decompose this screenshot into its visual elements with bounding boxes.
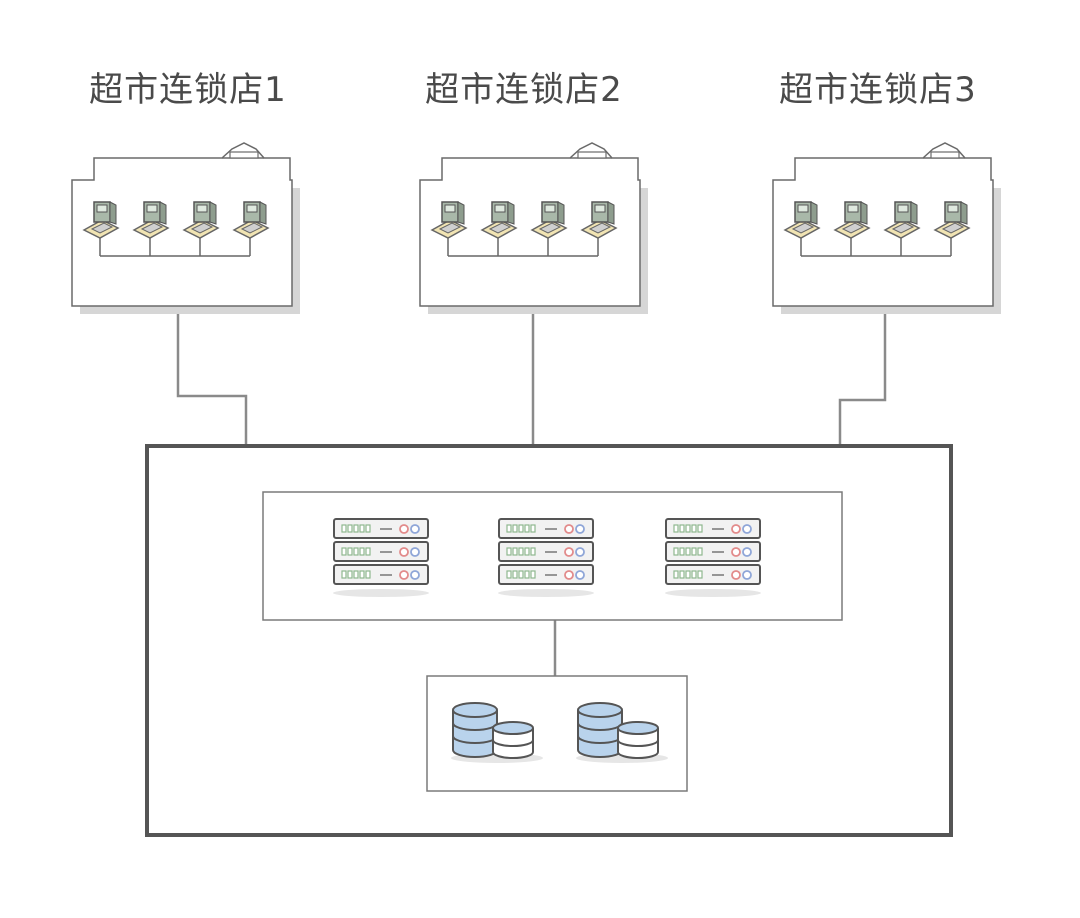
pos-terminal-icon — [530, 201, 568, 239]
pos-terminal-icon — [580, 201, 618, 239]
link-1 — [176, 306, 248, 446]
store-building-icon — [419, 142, 641, 307]
pos-terminal-icon — [132, 201, 170, 239]
server-rack-icon — [498, 518, 594, 597]
server-rack-icon — [665, 518, 761, 597]
pos-terminal-icon — [833, 201, 871, 239]
server-rack-icon — [333, 518, 429, 597]
store-label-2: 超市连锁店2 — [425, 70, 623, 110]
pos-terminal-icon — [480, 201, 518, 239]
pos-terminal-icon — [883, 201, 921, 239]
store-building-3 — [772, 142, 1001, 314]
network-links — [176, 306, 887, 676]
pos-terminal-icon — [182, 201, 220, 239]
store-building-icon — [772, 142, 994, 307]
store-label-3: 超市连锁店3 — [779, 70, 977, 110]
database-icon — [576, 702, 668, 763]
pos-terminal-icon — [783, 201, 821, 239]
store-label-1: 超市连锁店1 — [89, 70, 287, 110]
server-group — [262, 491, 843, 621]
pos-terminal-icon — [430, 201, 468, 239]
pos-terminal-icon — [82, 201, 120, 239]
store-building-1 — [71, 142, 300, 314]
store-building-icon — [71, 142, 293, 307]
datacenter-frame — [145, 444, 953, 837]
pos-terminal-icon — [933, 201, 971, 239]
database-group — [426, 675, 688, 792]
link-3 — [838, 306, 887, 446]
pos-terminal-icon — [232, 201, 270, 239]
datacenter — [145, 444, 953, 837]
store-building-2 — [419, 142, 648, 314]
stores-group — [71, 142, 1001, 314]
database-icon — [451, 702, 543, 763]
